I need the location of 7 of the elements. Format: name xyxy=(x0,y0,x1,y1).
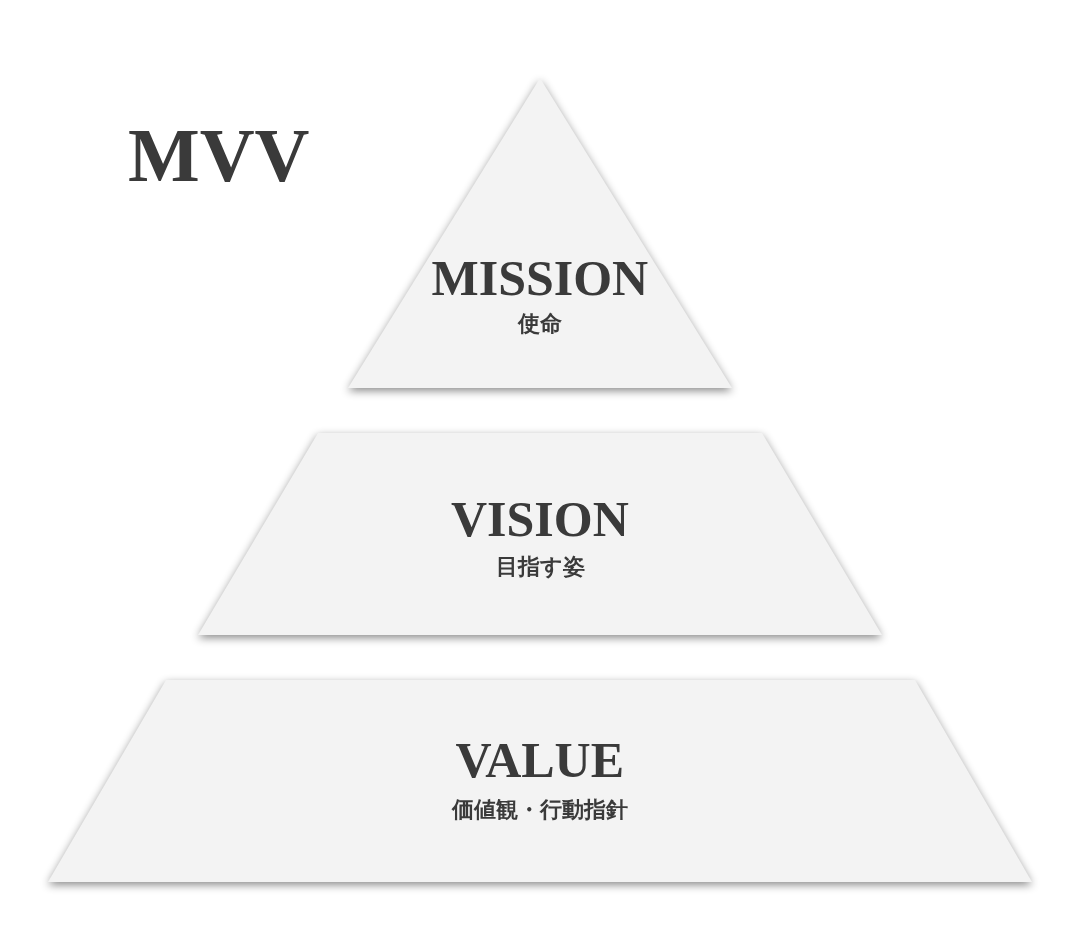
tier-heading: VISION xyxy=(451,491,629,547)
tier-subtitle: 使命 xyxy=(518,310,562,338)
tier-heading: MISSION xyxy=(431,250,649,306)
tier-heading: VALUE xyxy=(455,732,625,788)
diagram-title: MVV xyxy=(128,112,310,198)
tier-subtitle: 目指す姿 xyxy=(495,553,585,581)
tier-subtitle: 価値観・行動指針 xyxy=(452,796,628,824)
